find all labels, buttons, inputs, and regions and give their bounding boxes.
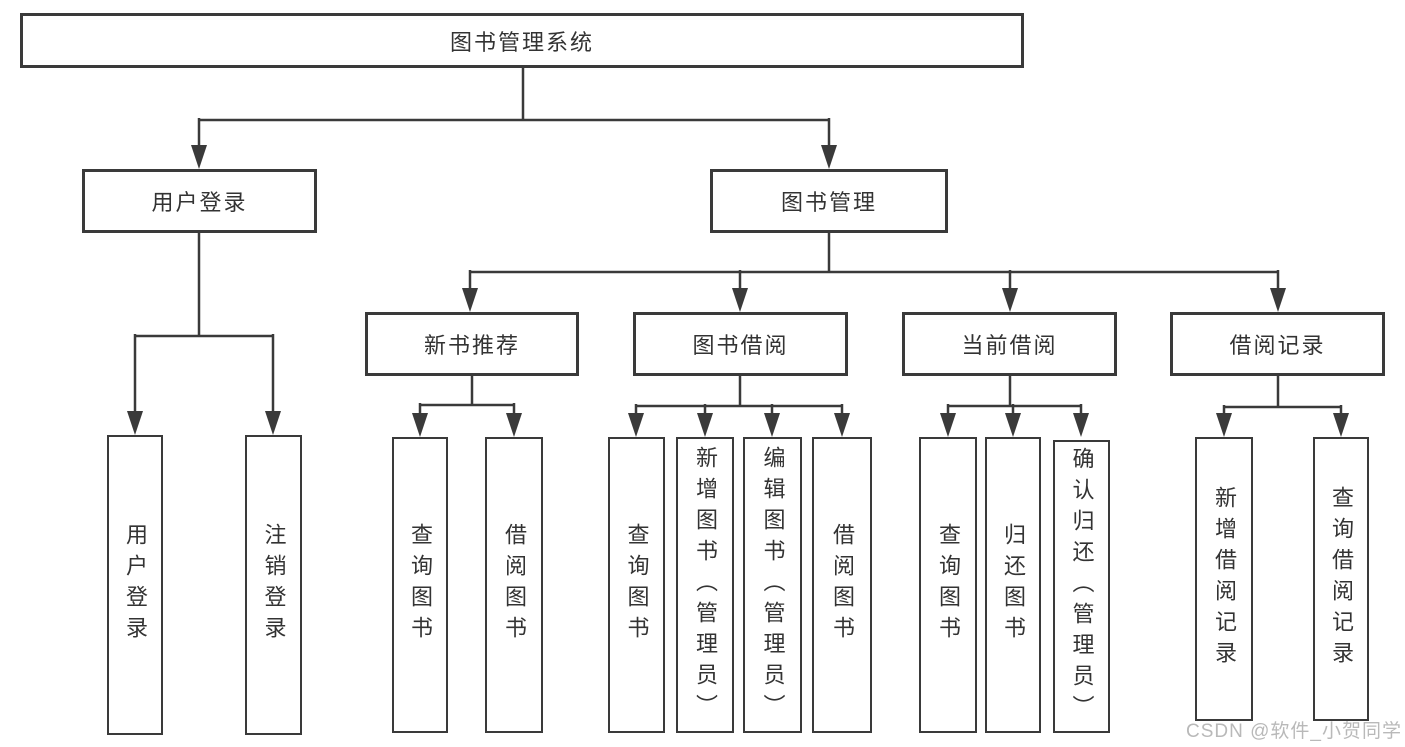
leaf-user-login: 用户登录 — [107, 435, 163, 735]
node-new-book-recommend: 新书推荐 — [365, 312, 579, 376]
node-borrow-records: 借阅记录 — [1170, 312, 1385, 376]
connector-records-to-leaves — [1222, 376, 1343, 417]
leaf-query-books-3: 查询图书 — [919, 437, 977, 733]
leaf-logout: 注销登录 — [245, 435, 302, 735]
leaf-query-books-1: 查询图书 — [392, 437, 448, 733]
arrowheads-level3 — [462, 288, 1286, 312]
leaf-add-book-admin: 新增图书（管理员） — [676, 437, 734, 733]
arrowheads-newbook-leaves — [412, 413, 522, 437]
connector-root-to-level2 — [197, 68, 831, 150]
leaf-edit-book-admin: 编辑图书（管理员） — [743, 437, 802, 733]
leaf-query-borrow-record: 查询借阅记录 — [1313, 437, 1369, 721]
leaf-confirm-return-admin: 确认归还（管理员） — [1053, 440, 1110, 733]
node-book-borrow: 图书借阅 — [633, 312, 848, 376]
leaf-return-book: 归还图书 — [985, 437, 1041, 733]
connector-userlogin-to-leaves — [133, 233, 275, 415]
leaf-borrow-books-2: 借阅图书 — [812, 437, 872, 733]
connector-newbook-to-leaves — [418, 376, 516, 417]
leaf-query-books-2: 查询图书 — [608, 437, 665, 733]
node-user-login: 用户登录 — [82, 169, 317, 233]
node-current-borrow: 当前借阅 — [902, 312, 1117, 376]
arrowheads-currentborrow-leaves — [940, 413, 1089, 437]
connector-currentborrow-to-leaves — [946, 376, 1083, 417]
arrowheads-userlogin-leaves — [127, 411, 281, 435]
leaf-add-borrow-record: 新增借阅记录 — [1195, 437, 1253, 721]
arrowheads-level2 — [191, 145, 837, 169]
connector-bookmgmt-to-level3 — [468, 233, 1280, 292]
watermark: CSDN @软件_小贺同学 — [1186, 721, 1402, 742]
arrowheads-records-leaves — [1216, 413, 1349, 437]
leaf-borrow-books-1: 借阅图书 — [485, 437, 543, 733]
connector-bookborrow-to-leaves — [634, 376, 844, 417]
node-book-management: 图书管理 — [710, 169, 948, 233]
arrowheads-bookborrow-leaves — [628, 413, 850, 437]
node-root-system: 图书管理系统 — [20, 13, 1024, 68]
